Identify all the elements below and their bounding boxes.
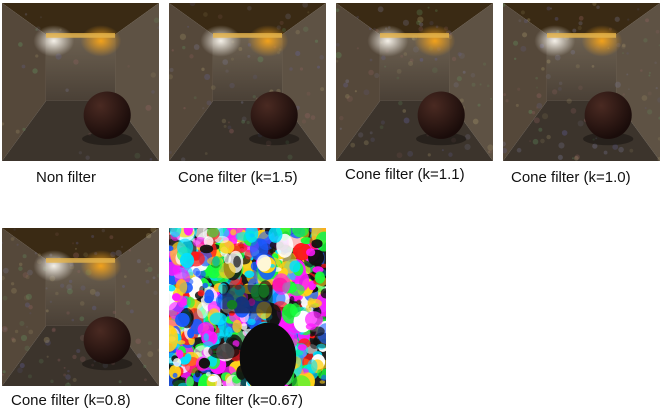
caption-k-1-0: Cone filter (k=1.0)	[511, 169, 631, 186]
render-image-k-1-5	[169, 3, 326, 161]
render-image-k-1-1	[336, 3, 493, 161]
render-image-k-1-0	[503, 3, 660, 161]
render-image-k-0-67	[169, 228, 326, 386]
render-image-non-filter	[2, 3, 159, 161]
render-image-k-0-8	[2, 228, 159, 386]
caption-k-1-1: Cone filter (k=1.1)	[345, 166, 465, 183]
caption-k-0-8: Cone filter (k=0.8)	[11, 392, 131, 409]
caption-k-0-67: Cone filter (k=0.67)	[175, 392, 303, 409]
caption-non-filter: Non filter	[36, 169, 97, 186]
caption-k-1-5: Cone filter (k=1.5)	[178, 169, 298, 186]
